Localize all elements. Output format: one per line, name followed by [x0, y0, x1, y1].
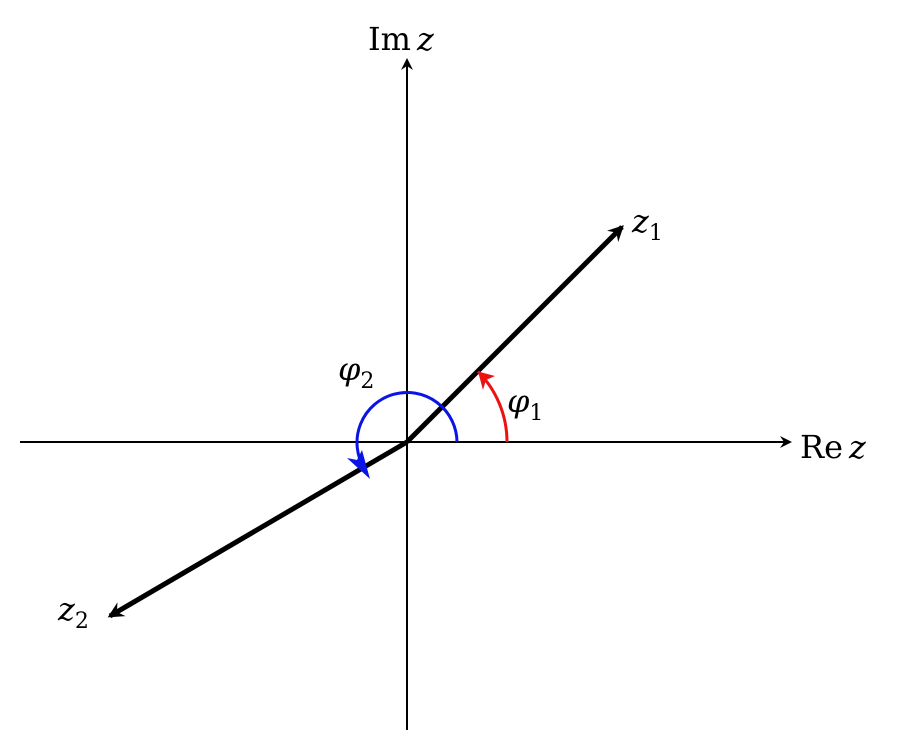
angle-label-phi2: φ2 [338, 350, 374, 394]
vector-z2 [107, 439, 409, 619]
angle-label-phi1: φ1 [507, 382, 543, 426]
arrowhead-phi1 [478, 371, 495, 390]
vector-label-z2: z2 [57, 590, 89, 634]
arrowhead-phi2 [347, 450, 370, 479]
vector-label-z1: z1 [631, 202, 663, 246]
angle-arc-phi2 [355, 391, 459, 469]
